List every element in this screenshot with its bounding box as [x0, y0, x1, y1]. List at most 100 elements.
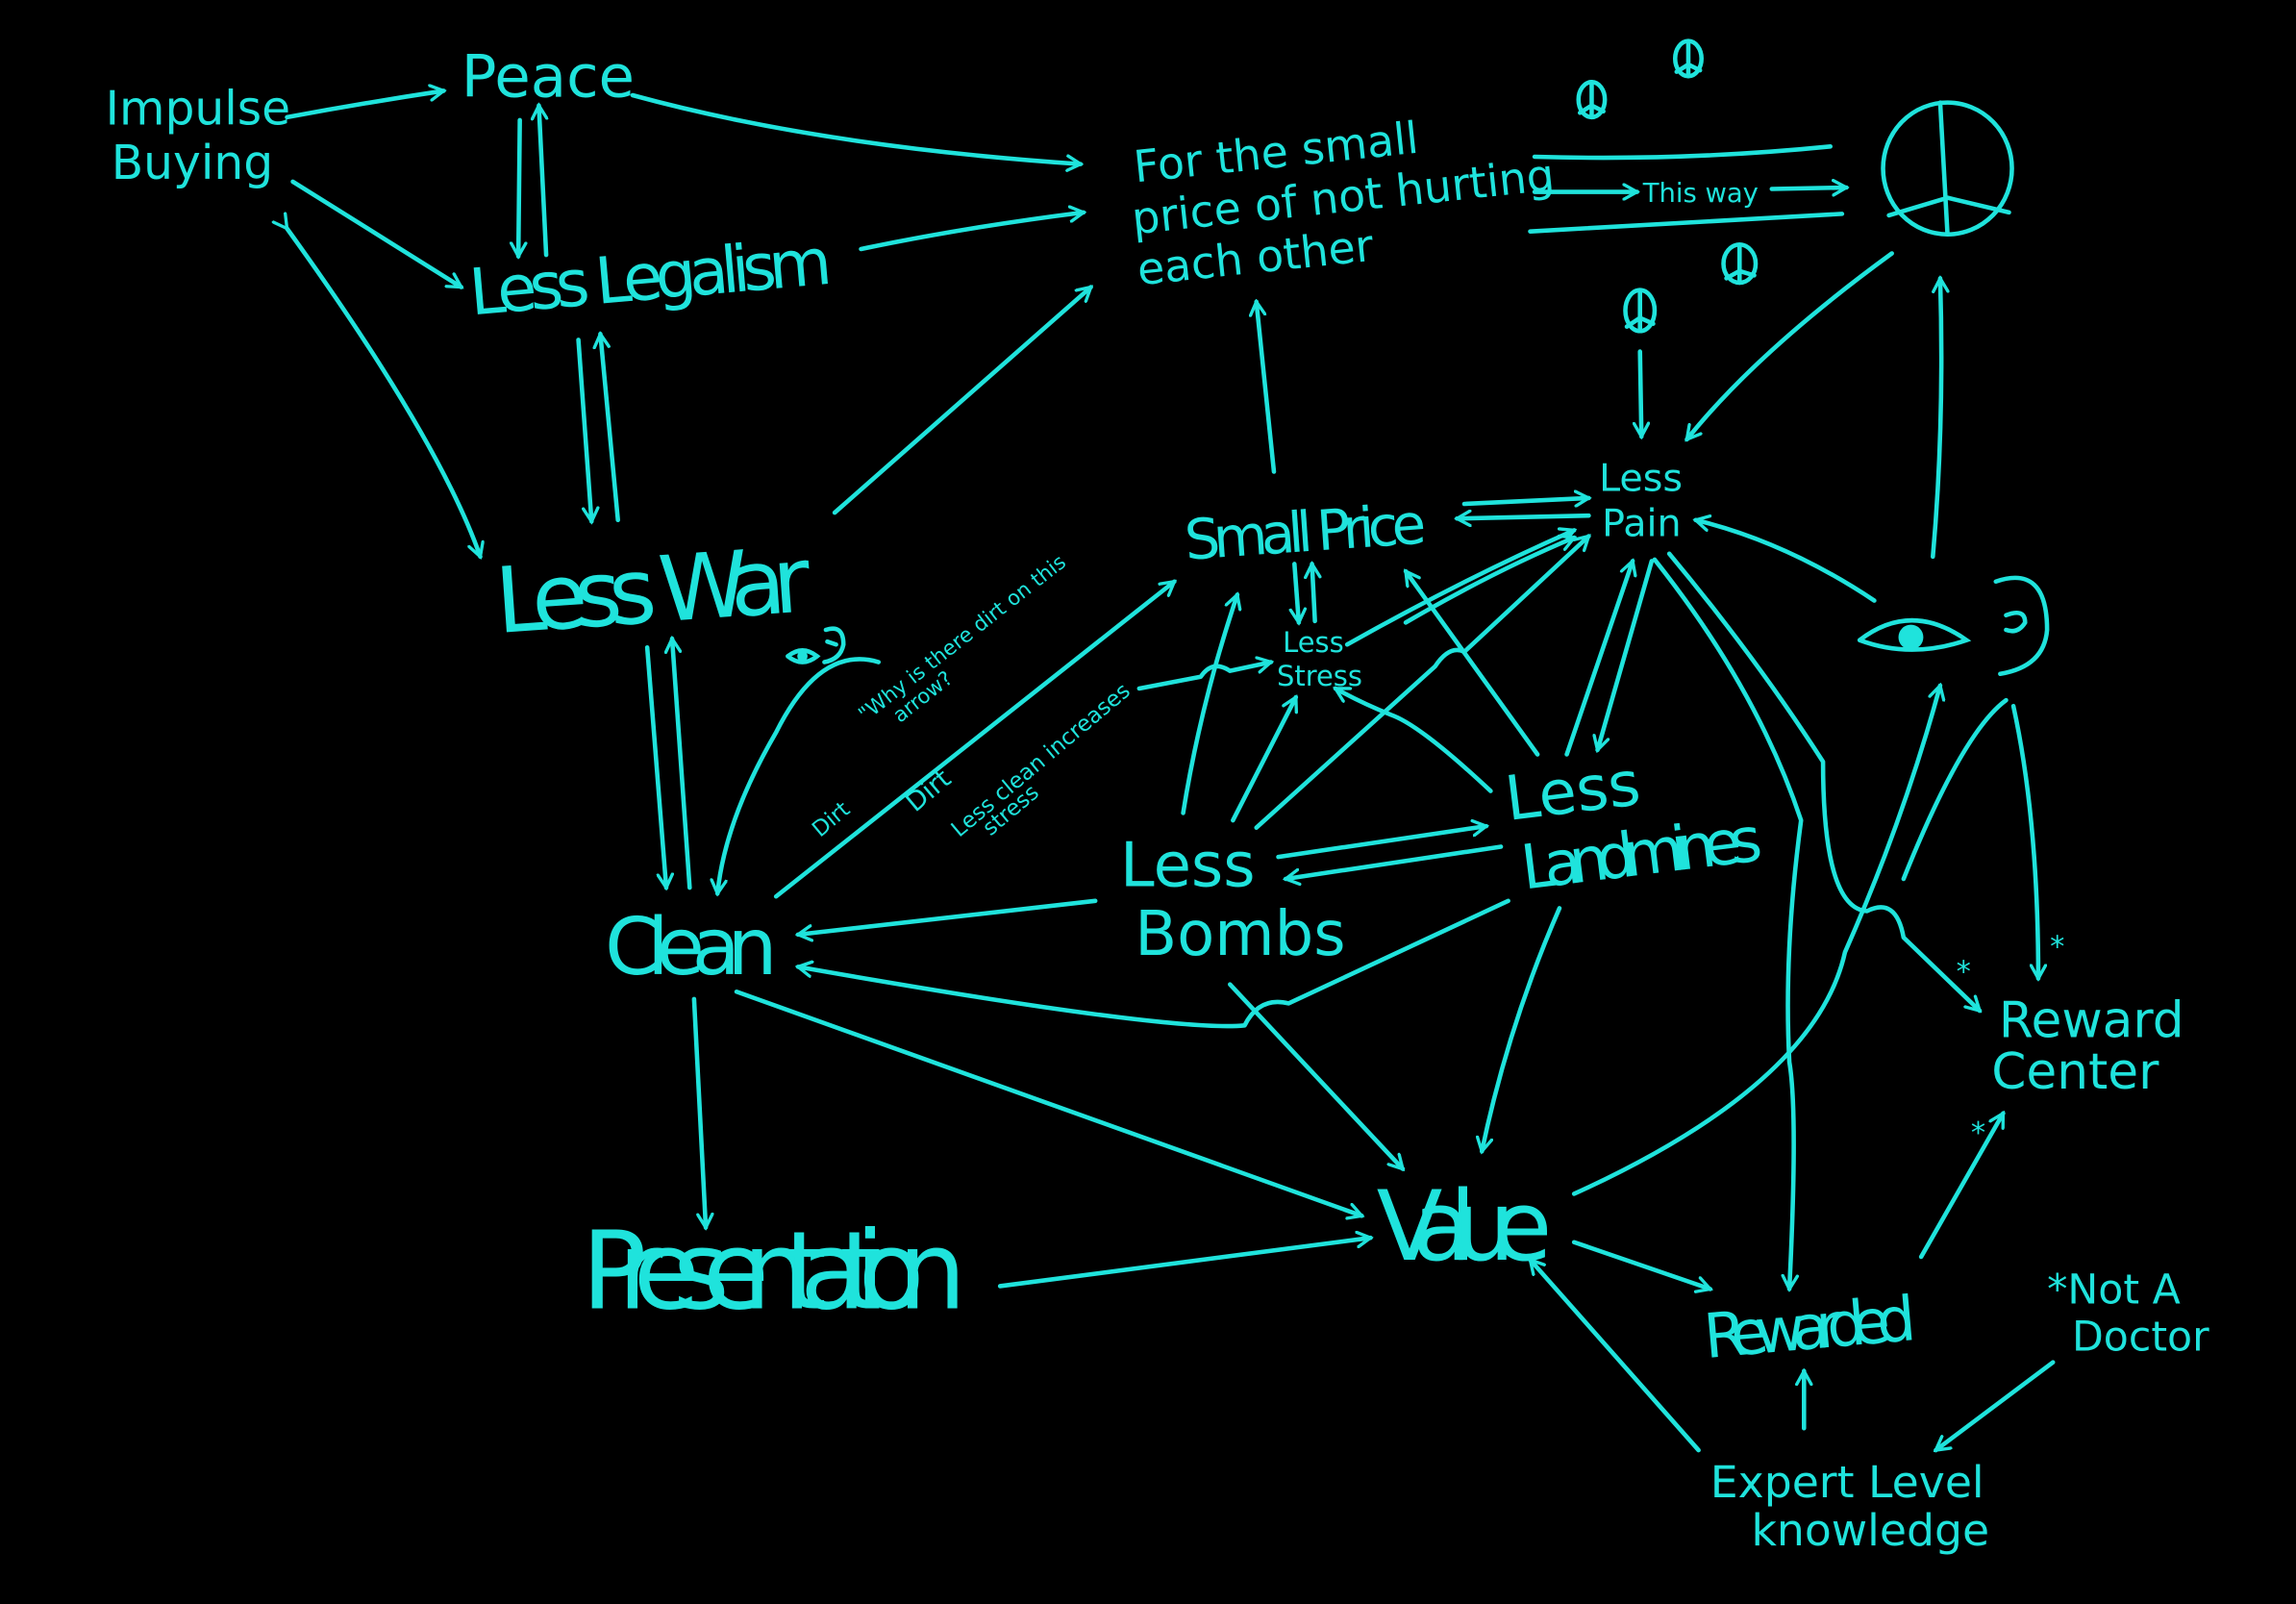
eye-icon [1857, 617, 1972, 652]
edge-legalism-peace [538, 106, 549, 258]
big-peace-icon [1881, 100, 2014, 238]
ear-icon [1993, 575, 2050, 676]
edge-clean-smallprice-dirt [773, 579, 1174, 899]
edge-landmines-pain [1564, 561, 1634, 757]
this-way-line-top [1532, 144, 1833, 161]
edge-presentation-value [997, 1238, 1370, 1289]
node-value: Value [1377, 1170, 1553, 1283]
annotation-dirt: Dirt [808, 797, 855, 842]
node-presentation: Presentation [582, 1207, 967, 1334]
annotation-line: Less clean increases [947, 678, 1136, 841]
edge-impulse-peace [285, 90, 444, 120]
edge-impulse-lesswar [287, 229, 481, 557]
edge-lesswar-clean [644, 645, 666, 888]
node-line: Center [1991, 1043, 2159, 1101]
edge-legalism-goal [859, 213, 1084, 252]
edge-landmines-bombs [1285, 844, 1504, 879]
edge-smallprice-goal [1257, 302, 1277, 474]
node-clean: Clean [605, 902, 778, 993]
edge-mouth-clean [717, 657, 882, 893]
edge-notdoctor-expert [1935, 1360, 2056, 1453]
edges [285, 90, 2056, 1453]
node-peace: Peace [462, 43, 635, 112]
edge-bombs-landmines [1276, 826, 1486, 860]
edge-peace-goal [630, 92, 1081, 164]
mouth-icon [786, 648, 821, 664]
this-way-line-bottom [1528, 212, 1845, 234]
node-rewarded: Rewarded [1701, 1284, 1918, 1373]
annotation-dirt: Dirt [900, 764, 957, 818]
edge-smallprice-pain [1461, 498, 1588, 504]
edge-bigpeace-pain [1685, 251, 1894, 439]
node-small-price: Small Price [1183, 490, 1428, 572]
peace-icon [1623, 288, 1658, 334]
edge-bombs-value [1228, 982, 1403, 1169]
annotation-line: "Why is there dirt on this [854, 550, 1070, 727]
edge-peace-legalism [518, 117, 520, 257]
edge-ear-rewardcenter [2010, 703, 2038, 978]
annotation-less-clean-stress: Less clean increases stress [947, 674, 1153, 857]
edge-pain-rewarded [1652, 557, 1804, 1290]
peace-icon [1672, 38, 1704, 79]
edge-lesswar-legalism [600, 334, 620, 523]
edge-bombs-stress [1231, 697, 1299, 823]
node-line: Expert Level [1710, 1457, 1984, 1508]
edge-landmines-clean [798, 898, 1510, 1029]
node-line: Doctor [2072, 1313, 2209, 1361]
node-line: Pain [1602, 502, 1681, 546]
node-small-price-goal: For the small price of not hurting each … [1124, 97, 1576, 295]
edge-eye-pain [1696, 520, 1877, 603]
edge-value-rewarded [1571, 1240, 1710, 1290]
edge-clean-presentation [691, 996, 706, 1228]
note-not-a-doctor: *Not A Doctor [2047, 1266, 2209, 1362]
asterisk: * [1971, 1116, 1985, 1150]
node-line: Buying [112, 137, 273, 190]
edge-bombs-smallprice [1181, 594, 1237, 815]
ear-icon [822, 626, 846, 664]
node-less-stress: Less Stress [1277, 626, 1362, 692]
edge-clean-lesswar [672, 639, 692, 890]
node-less-landmines: Less Landmines [1502, 735, 1766, 906]
asterisk: * [1957, 956, 1971, 990]
edge-clean-value [734, 989, 1361, 1216]
node-line: Less [1283, 626, 1344, 659]
annotation-dirt-question: "Why is there dirt on this arrow? [854, 546, 1089, 744]
edge-landmines-value [1482, 906, 1562, 1151]
asterisk: * [2050, 931, 2064, 965]
node-line: Less [1120, 831, 1256, 902]
node-expert-knowledge: Expert Level knowledge [1710, 1457, 1998, 1556]
node-line: knowledge [1751, 1505, 1989, 1556]
edge-eye-peace [1931, 278, 1941, 560]
edge-pain-rewardcenter [1666, 551, 1980, 1011]
edge-rewarded-rewardcenter [1918, 1114, 2006, 1260]
label-this-way: This way [1642, 179, 1759, 209]
node-line: Impulse [106, 82, 291, 136]
node-line: Stress [1277, 660, 1362, 692]
edge-ear-curve [1901, 697, 2009, 882]
edge-expert-value [1530, 1260, 1701, 1453]
node-impulse-buying: Impulse Buying [106, 82, 306, 189]
edge-pain-smallprice [1457, 515, 1591, 518]
node-less-legalism: Less Legalism [466, 224, 835, 331]
node-line: *Not A [2047, 1266, 2181, 1315]
peace-icon [1721, 242, 1759, 286]
edge-pain-landmines [1598, 559, 1655, 750]
edge-stress-pain [1344, 530, 1574, 647]
edge-bombs-clean [798, 898, 1098, 935]
edge-legalism-lesswar [576, 338, 592, 521]
node-less-bombs: Less Bombs [1120, 831, 1345, 971]
this-way-arrow-right [1769, 188, 1847, 189]
edge-landmines-smallprice [1403, 571, 1540, 757]
edge-stress-pain-2 [1403, 538, 1574, 625]
node-less-war: Less War [492, 527, 813, 655]
edge-stress-smallprice [1312, 564, 1315, 624]
node-line: Less [1599, 456, 1683, 500]
node-line: Less [1502, 748, 1644, 836]
edge-lesswar-goal [832, 285, 1091, 515]
node-less-pain: Less Pain [1599, 456, 1695, 545]
edge-lessclean-stress [1136, 663, 1271, 691]
edge-value-eye [1571, 686, 1940, 1196]
peace-icon [1576, 80, 1608, 120]
edge-smallprice-stress [1294, 562, 1299, 622]
